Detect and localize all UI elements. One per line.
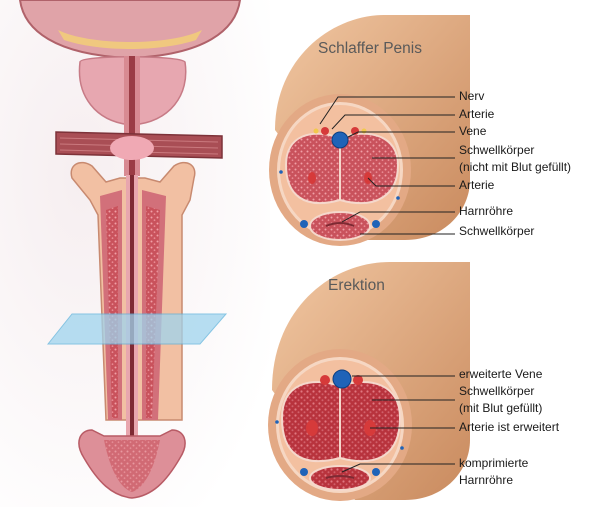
label-dilated-vein: erweiterte Vene: [459, 367, 543, 381]
label-compressed-urethra-2: Harnröhre: [459, 473, 514, 487]
label-dilated-artery: Arterie ist erweitert: [459, 420, 560, 434]
longitudinal-view: [18, 0, 242, 499]
label-vein: Vene: [459, 124, 487, 138]
label-artery-inner: Arterie: [459, 178, 495, 192]
section-plane: [46, 313, 228, 345]
flaccid-corpora: [284, 132, 400, 205]
label-corpus-flaccid: Schwellkörper: [459, 143, 535, 157]
flaccid-spongiosum: [309, 211, 371, 241]
erect-title: Erektion: [328, 277, 385, 294]
label-corpus-erect: Schwellkörper: [459, 384, 535, 398]
label-compressed-urethra: komprimierte: [459, 456, 529, 470]
label-corpus-flaccid-note: (nicht mit Blut gefüllt): [459, 160, 572, 174]
erect-spongiosum: [309, 465, 371, 491]
flaccid-title: Schlaffer Penis: [318, 40, 422, 57]
erect-cross-section: [268, 262, 470, 501]
erect-vein: [332, 369, 352, 389]
label-corpus-erect-note: (mit Blut gefüllt): [459, 401, 543, 415]
label-urethra: Harnröhre: [459, 204, 514, 218]
flaccid-vein: [331, 131, 349, 149]
label-artery-top: Arterie: [459, 107, 495, 121]
flaccid-cross-section: [269, 15, 470, 246]
label-nerve: Nerv: [459, 89, 485, 103]
label-spongiosum: Schwellkörper: [459, 224, 535, 238]
